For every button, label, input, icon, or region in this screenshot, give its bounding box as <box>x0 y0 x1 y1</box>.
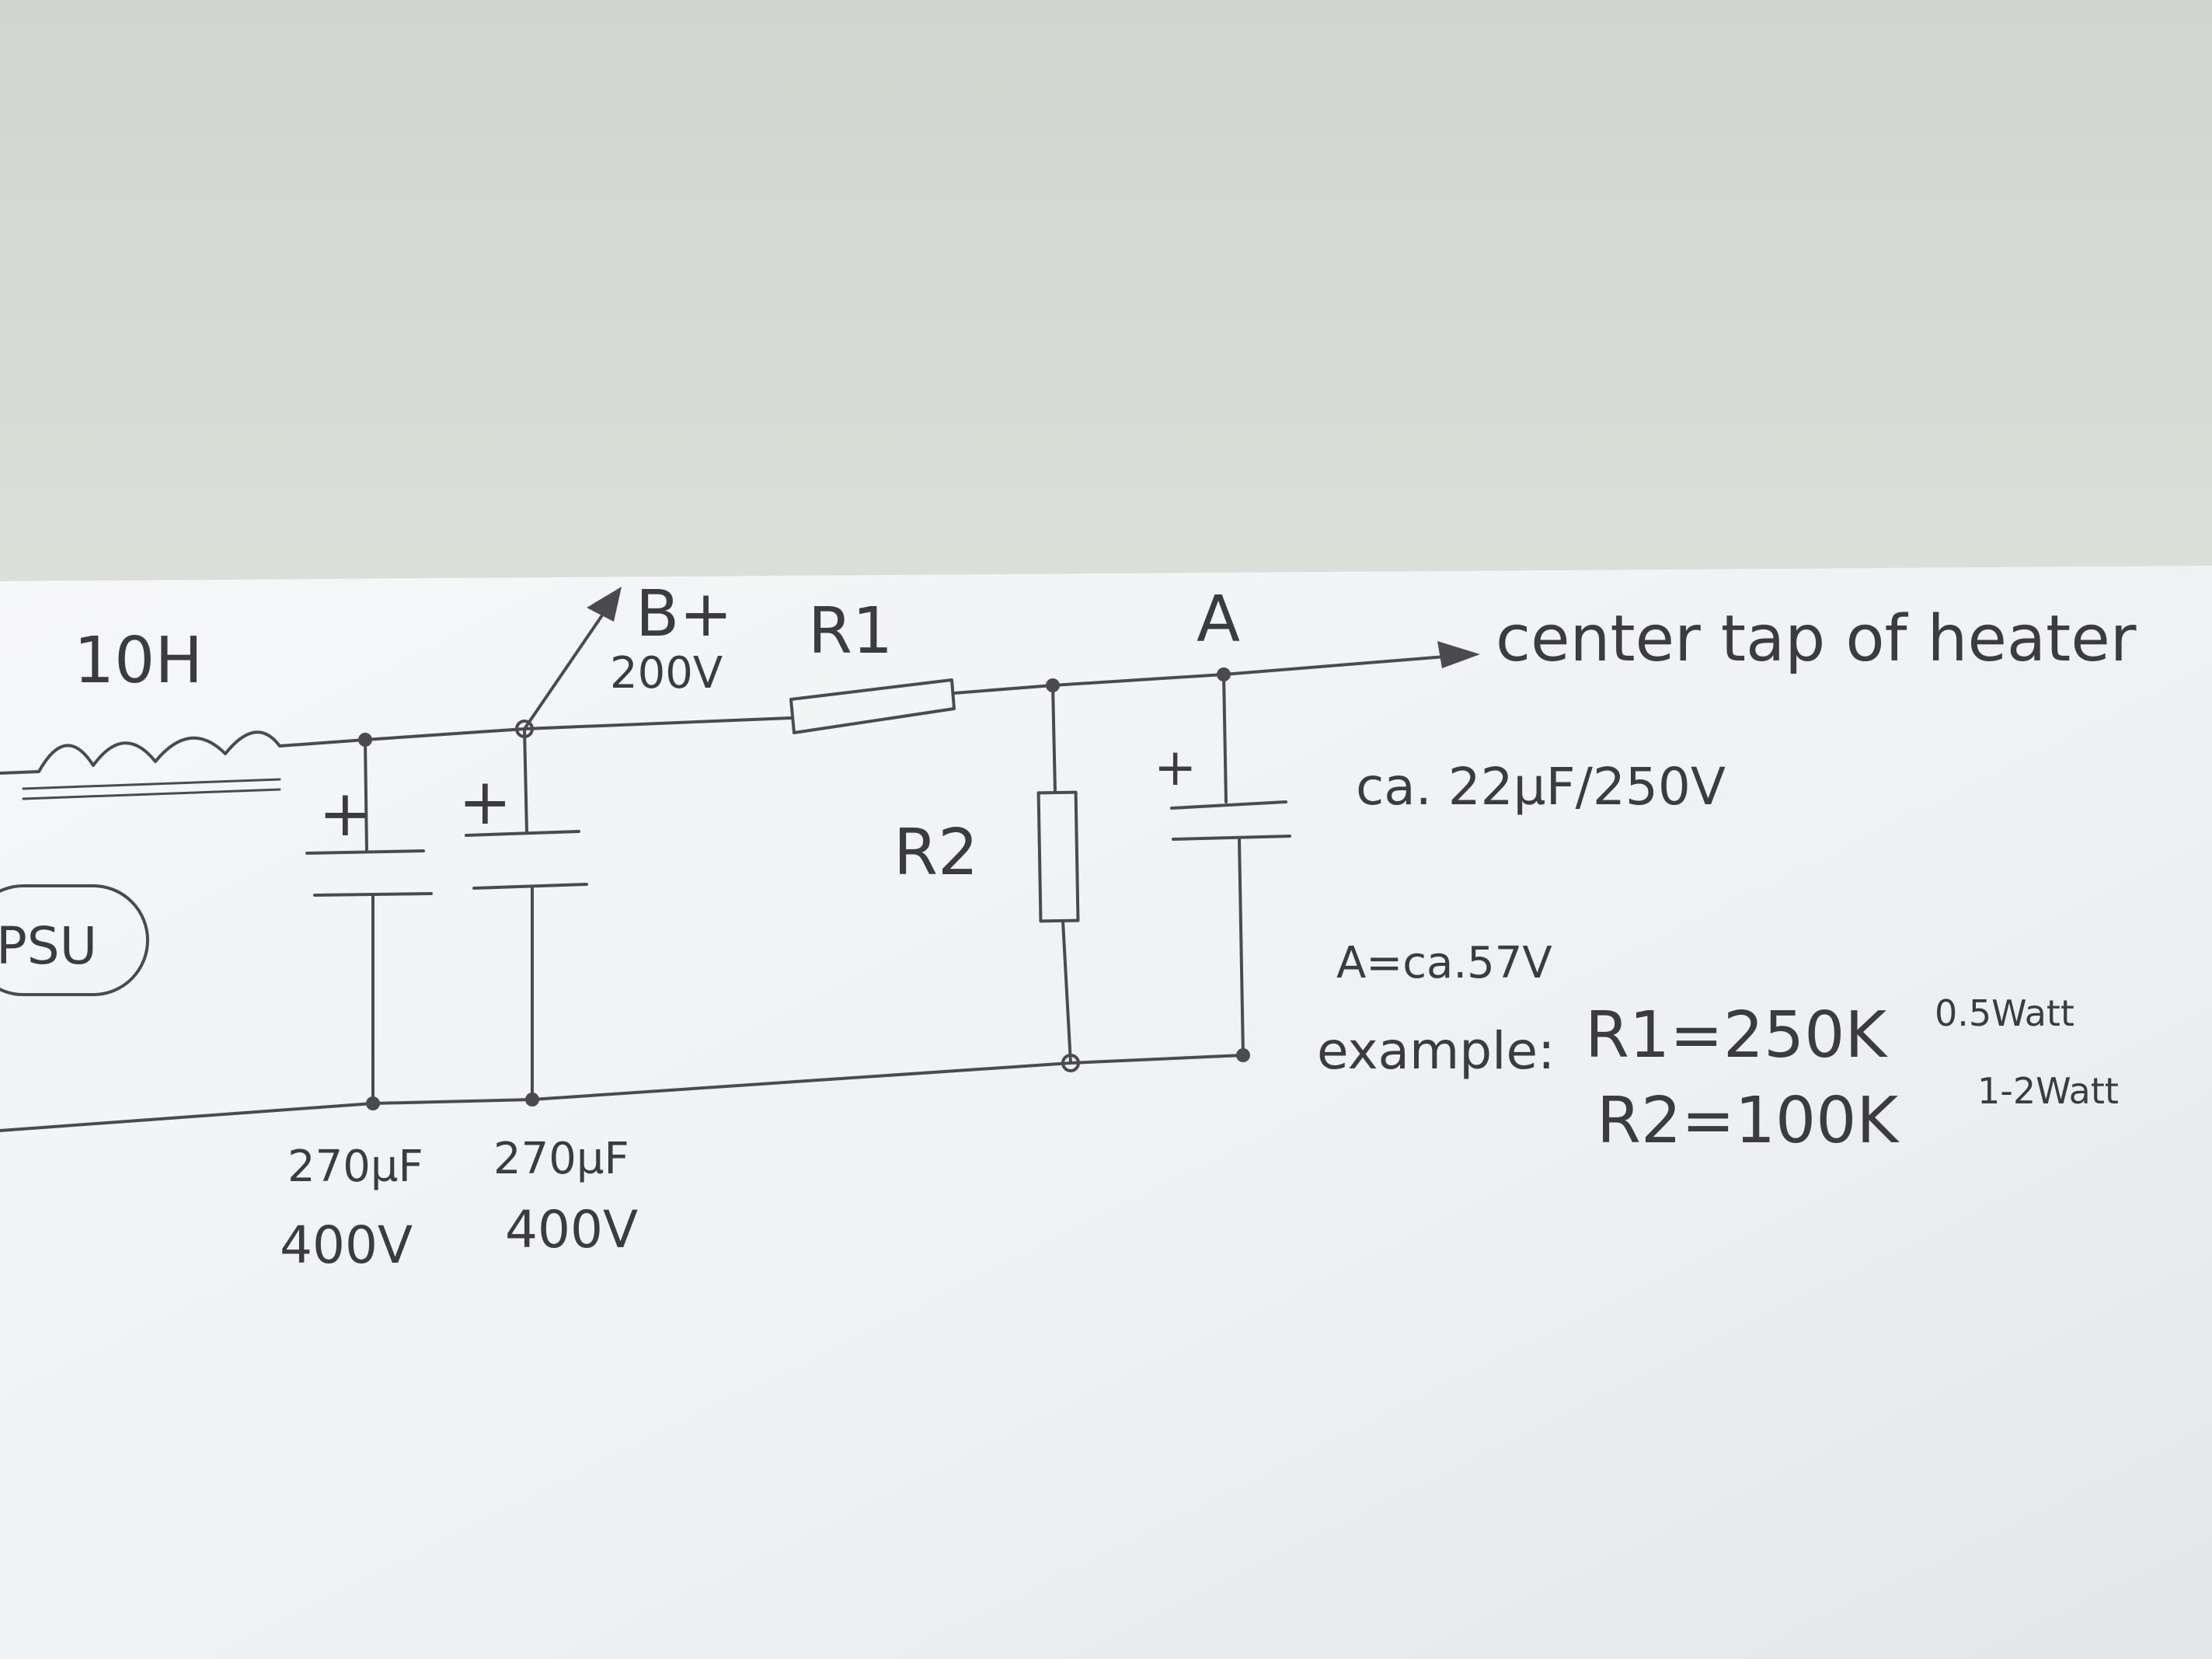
bplus-voltage-label: 200V <box>610 648 723 699</box>
cap3-rating-label: ca. 22µF/250V <box>1356 757 1726 817</box>
output-arrowhead <box>1437 641 1480 668</box>
paper-sheet <box>0 566 2212 1659</box>
junction-nodes <box>358 667 1250 1110</box>
r1-label: R1 <box>808 594 893 668</box>
inductor-symbol <box>0 730 367 800</box>
r2-power-label: 1-2Watt <box>1977 1070 2119 1112</box>
r2-example-label: R2=100K <box>1597 1084 1900 1158</box>
output-label: center tap of heater <box>1496 602 2137 676</box>
inductor-label: 10H <box>74 624 203 698</box>
cap2-plus-sign: + <box>458 765 512 839</box>
bplus-label: B+ <box>636 577 733 651</box>
bplus-line <box>523 597 615 730</box>
capacitor-c1 <box>305 738 433 1105</box>
bplus-arrowhead <box>587 587 622 622</box>
cap2-value-label: 270µF <box>493 1134 629 1184</box>
example-prefix: example: <box>1317 1021 1555 1081</box>
node-a-label: A <box>1197 583 1240 657</box>
cap1-value-label: 270µF <box>287 1141 423 1192</box>
psu-label: PSU <box>0 916 97 976</box>
capacitor-c3 <box>1170 673 1291 1057</box>
top-rail-right <box>953 655 1447 695</box>
resistor-r1 <box>789 678 956 734</box>
a-voltage-note: A=ca.57V <box>1336 938 1552 988</box>
resistor-r2 <box>1036 684 1080 1065</box>
cap2-voltage-label: 400V <box>505 1200 638 1260</box>
r2-label: R2 <box>894 816 978 890</box>
r1-example-label: R1=250K <box>1585 999 1888 1072</box>
capacitor-c2 <box>465 727 588 1101</box>
psu-box <box>0 884 149 996</box>
cap3-plus-sign: + <box>1154 737 1197 797</box>
cap1-plus-sign: + <box>319 777 372 851</box>
r1-power-label: 0.5Watt <box>1935 992 2074 1034</box>
cap1-voltage-label: 400V <box>280 1215 413 1275</box>
